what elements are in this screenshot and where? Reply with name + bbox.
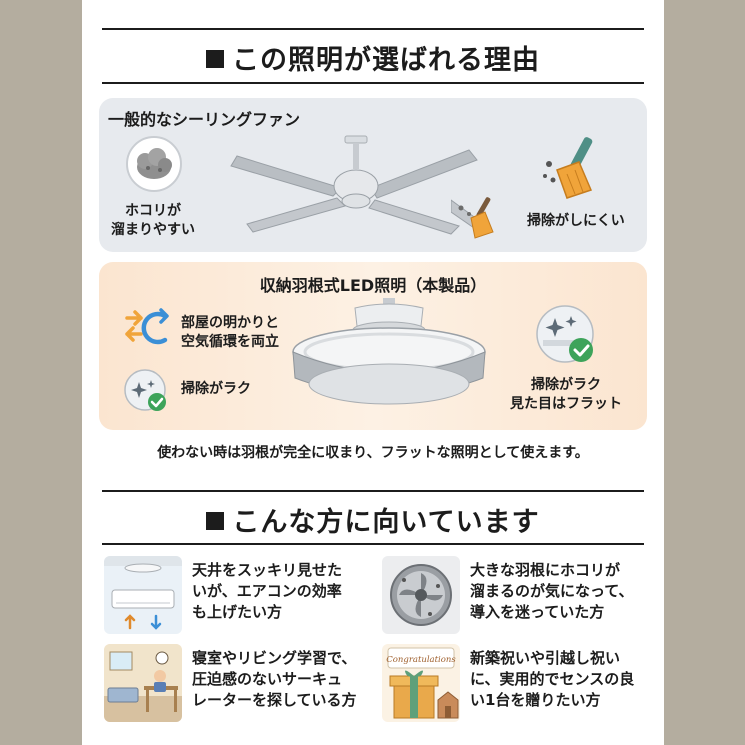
square-bullet-icon bbox=[206, 512, 225, 530]
product-note: 使わない時は羽根が完全に収まり、フラットな照明として使えます。 bbox=[157, 445, 589, 461]
audience-item-4: 新築祝いや引越し祝い に、実用的でセンスの良 い1台を贈りたい方 bbox=[470, 649, 635, 709]
ceiling-fan-image bbox=[230, 135, 478, 235]
general-fan-card: 一般的なシーリングファン ホコリが 溜まりやすい bbox=[99, 98, 647, 252]
general-fan-title: 一般的なシーリングファン bbox=[108, 110, 301, 129]
product-card: 収納羽根式LED照明（本製品） 部屋の明かりと 空気循環を両立 掃除がラク bbox=[99, 262, 647, 430]
led-fan-image bbox=[292, 298, 486, 405]
audience-item-1: 天井をスッキリ見せた いが、エアコンの効率 も上げたい方 bbox=[192, 561, 343, 621]
gift-illustration: Congratulations bbox=[382, 644, 460, 722]
hard-to-clean-label: 掃除がしにくい bbox=[527, 213, 625, 229]
dust-label: ホコリが 溜まりやすい bbox=[111, 203, 195, 238]
easy-clean-label: 掃除がラク bbox=[181, 381, 251, 397]
ceiling-aircon-illustration bbox=[104, 556, 182, 634]
square-bullet-icon bbox=[206, 50, 224, 68]
dust-cloud-icon bbox=[126, 136, 182, 192]
title-rule bbox=[102, 82, 644, 84]
page-title: この照明が選ばれる理由 bbox=[82, 38, 664, 77]
dusty-fan-illustration bbox=[382, 556, 460, 634]
airflow-icon bbox=[125, 308, 169, 345]
product-title: 収納羽根式LED照明（本製品） bbox=[259, 276, 487, 295]
section2-rule-top bbox=[102, 490, 644, 492]
broom-blade-icon bbox=[451, 197, 494, 239]
sparkle-check-icon bbox=[124, 369, 166, 411]
broom-icon bbox=[543, 137, 593, 199]
congratulations-card-text: Congratulations bbox=[386, 655, 456, 665]
audience-item-3: 寝室やリビング学習で、 圧迫感のないサーキュ レーターを探している方 bbox=[192, 649, 357, 709]
study-room-illustration bbox=[104, 644, 182, 722]
audience-item-2: 大きな羽根にホコリが 溜まるのが気になって、 導入を迷っていた方 bbox=[470, 561, 634, 621]
section2-rule-bottom bbox=[102, 543, 644, 545]
flat-clean-icon bbox=[536, 305, 594, 363]
airflow-feature-label: 部屋の明かりと 空気循環を両立 bbox=[181, 315, 279, 350]
top-rule bbox=[102, 28, 644, 30]
document-page: この照明が選ばれる理由 一般的なシーリングファン ホコリが 溜まりやすい bbox=[82, 0, 664, 745]
section2-title: こんな方に向いています bbox=[82, 500, 664, 539]
flat-look-label: 掃除がラク 見た目はフラット bbox=[510, 377, 622, 412]
